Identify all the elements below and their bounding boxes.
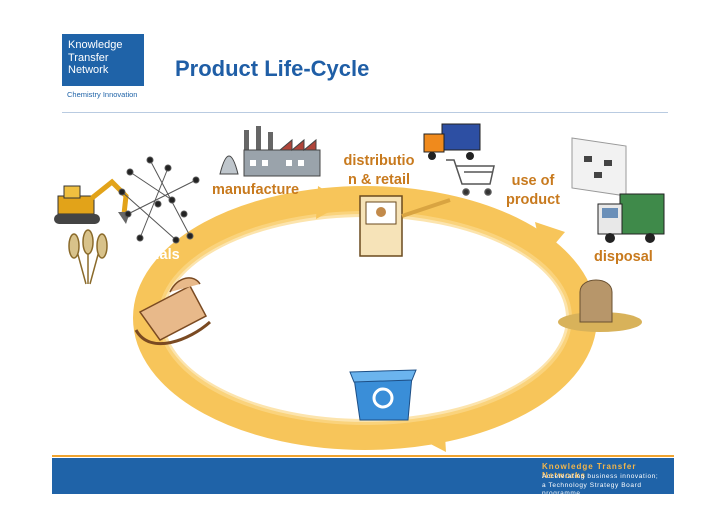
gravestone-icon [558, 279, 642, 332]
page-title: Product Life-Cycle [175, 56, 370, 81]
cycle-arrow-right [535, 222, 565, 258]
stage-label-materials: materials [116, 247, 180, 263]
excavator-icon [54, 178, 130, 224]
toll-booth-icon [359, 195, 451, 257]
wheat-icon [68, 229, 108, 285]
footer-title: Knowledge Transfer Networks [542, 462, 637, 480]
footer-accent-line [52, 455, 674, 457]
recycle-bin-icon [349, 369, 417, 421]
footer-line-2: a Technology Strategy Board [542, 482, 642, 489]
cycle-arrow-top [316, 186, 345, 219]
stage-label-disposal: disposal [594, 249, 653, 265]
molecule-icon [118, 156, 200, 244]
footer-bar: Knowledge Transfer Networks Accelerating… [52, 458, 674, 494]
header-divider [62, 112, 668, 113]
cradle-icon [134, 277, 212, 346]
stage-label-manufacture: manufacture [212, 182, 300, 198]
stage-label-distribution: distributio n & retail [343, 153, 415, 188]
wall-socket-icon [571, 137, 627, 197]
logo-text: Knowledge Transfer Network [68, 39, 123, 76]
factory-icon [219, 126, 321, 177]
logo-band [62, 86, 144, 104]
stage-label-use: use of product [506, 173, 560, 208]
footer-line-1: Accelerating business innovation; [542, 473, 659, 480]
cycle-arrow-bottom [415, 419, 446, 452]
shopping-cart-icon [446, 159, 495, 196]
ktn-logo: Knowledge Transfer Network Chemistry Inn… [62, 34, 144, 104]
logo-subtitle: Chemistry Innovation [67, 90, 138, 99]
footer-line-3: programme [542, 490, 581, 494]
garbage-truck-icon [597, 193, 665, 243]
delivery-truck-icon [423, 123, 481, 160]
